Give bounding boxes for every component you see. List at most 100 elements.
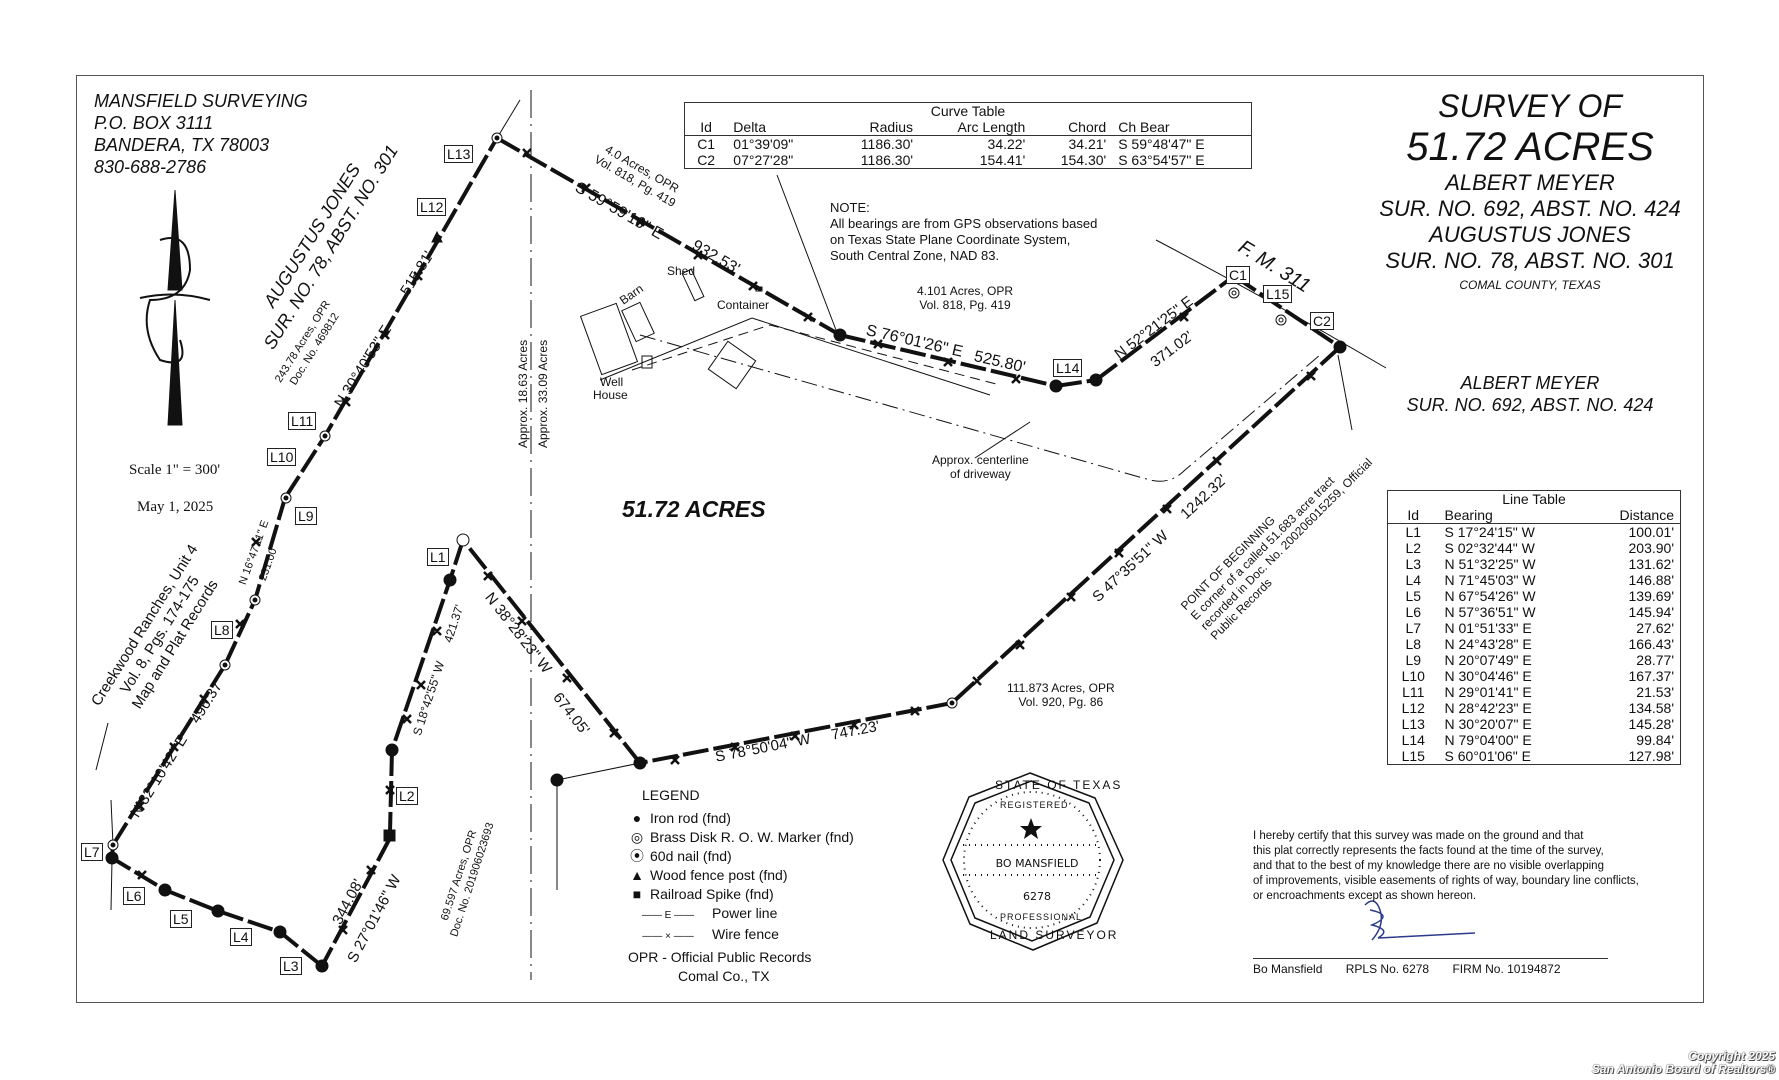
line-id: L5 xyxy=(1405,588,1422,604)
curve-leader xyxy=(776,174,837,331)
date-label: May 1, 2025 xyxy=(137,499,214,515)
copyright-line1: Copyright 2025 xyxy=(1688,1049,1775,1063)
title-acreage: 51.72 ACRES xyxy=(1406,125,1654,169)
label-L13: L13 xyxy=(444,145,474,163)
line-distance: 100.01' xyxy=(1628,524,1675,540)
legend-title: LEGEND xyxy=(642,787,700,803)
title-line1: SURVEY OF xyxy=(1438,88,1622,124)
table-row: C1 01°39'09" 1186.30' 34.22' 34.21' S 59… xyxy=(685,136,1252,153)
legend-item: ▲Wood fence post (fnd) xyxy=(628,866,854,885)
signer-name: Bo Mansfield xyxy=(1253,962,1323,976)
nail-icon: ⦿ xyxy=(630,848,644,864)
surveyor-seal-icon xyxy=(942,772,1124,951)
legend-item-label: Iron rod (fnd) xyxy=(650,810,731,826)
line-distance: 145.94' xyxy=(1628,604,1675,620)
curve-chord: 154.30' xyxy=(1060,152,1107,168)
cert-line4: of improvements, visible easements of ri… xyxy=(1253,875,1639,887)
certification-statement: I hereby certify that this survey was ma… xyxy=(1253,829,1639,904)
label-L9: L9 xyxy=(295,507,317,525)
label-L10: L10 xyxy=(267,448,297,466)
cert-line3: and that to the best of my knowledge the… xyxy=(1253,860,1604,872)
shed-structure xyxy=(681,268,705,302)
boundary-northeast xyxy=(1094,274,1236,382)
label-L12: L12 xyxy=(417,198,447,216)
east-survey-name: ALBERT MEYER xyxy=(1460,373,1600,393)
line-distance: 27.62' xyxy=(1636,620,1674,636)
line-id: L12 xyxy=(1401,700,1425,716)
line-id: L7 xyxy=(1405,620,1422,636)
line-bearing: S 17°24'15" W xyxy=(1444,524,1535,540)
fence-post-icon: ▲ xyxy=(630,867,644,883)
seal-registered-text: REGISTERED xyxy=(1000,800,1069,810)
line-id: L9 xyxy=(1405,652,1422,668)
label-L14: L14 xyxy=(1053,359,1083,377)
cert-line5: or encroachments except as shown hereon. xyxy=(1253,890,1477,902)
driveway-centerline xyxy=(639,334,1321,482)
boundary-southwest xyxy=(320,837,392,967)
line-distance: 99.84' xyxy=(1636,732,1674,748)
approx-acres-left: Approx. 18.63 Acres xyxy=(516,339,530,448)
adjoiner-line: 4.101 Acres, OPR xyxy=(917,284,1014,298)
legend-item: ●Iron rod (fnd) xyxy=(628,809,854,828)
note-line3: South Central Zone, NAD 83. xyxy=(830,248,1000,263)
boundary-l14 xyxy=(1055,378,1097,388)
line-bearing: N 01°51'33" E xyxy=(1444,620,1532,636)
curve-header-chbear: Ch Bear xyxy=(1112,119,1252,136)
label-C1: C1 xyxy=(1226,266,1250,284)
line-distance: 28.77' xyxy=(1636,652,1674,668)
boundary-l3-l6 xyxy=(110,856,324,968)
label-L7: L7 xyxy=(81,843,103,861)
seal-top-text: STATE OF TEXAS xyxy=(995,778,1123,792)
curve-id: C2 xyxy=(697,152,716,168)
structures xyxy=(579,268,763,390)
line-distance: 145.28' xyxy=(1628,716,1675,732)
line-distance: 127.98' xyxy=(1628,748,1675,764)
line-distance: 203.90' xyxy=(1628,540,1675,556)
line-header-distance: Distance xyxy=(1585,507,1681,524)
curve-chord: 34.21' xyxy=(1068,136,1107,152)
driveway-line1: Approx. centerline xyxy=(932,453,1029,467)
line-id: L10 xyxy=(1401,668,1425,684)
legend-opr-line2: Comal Co., TX xyxy=(678,968,770,984)
line-bearing: N 29°01'41" E xyxy=(1444,684,1532,700)
line-header-bearing: Bearing xyxy=(1438,507,1586,524)
curve-chbear: S 63°54'57" E xyxy=(1118,152,1205,168)
table-row: C2 07°27'28" 1186.30' 154.41' 154.30' S … xyxy=(685,152,1252,169)
company-address1: P.O. BOX 3111 xyxy=(94,113,214,133)
curve-header-radius: Radius xyxy=(828,119,920,136)
label-L3: L3 xyxy=(280,957,302,975)
line-distance: 166.43' xyxy=(1628,636,1675,652)
adjoiner-111873-acres: 111.873 Acres, OPR Vol. 920, Pg. 86 xyxy=(1007,681,1115,709)
label-L2: L2 xyxy=(396,787,418,805)
legend-item: —— × ——Wire fence xyxy=(628,925,854,946)
legend-item: ■Railroad Spike (fnd) xyxy=(628,885,854,904)
power-line xyxy=(599,317,991,396)
line-header-id: Id xyxy=(1387,507,1439,524)
legend-item: ⦿60d nail (fnd) xyxy=(628,847,854,866)
curve-header-id: Id xyxy=(684,119,728,136)
east-survey-number: SUR. NO. 692, ABST. NO. 424 xyxy=(1406,395,1654,415)
rpls-number: RPLS No. 6278 xyxy=(1345,962,1430,976)
adjoiner-4101-acres: 4.101 Acres, OPR Vol. 818, Pg. 419 xyxy=(917,284,1013,312)
line-bearing: N 71°45'03" W xyxy=(1444,572,1536,588)
note-heading: NOTE: xyxy=(830,200,870,215)
line-distance: 131.62' xyxy=(1628,556,1675,572)
legend-item: —— E ——Power line xyxy=(628,904,854,925)
curve-header-chord: Chord xyxy=(1031,119,1113,136)
line-bearing: S 02°32'44" W xyxy=(1444,540,1535,556)
legend: LEGEND ●Iron rod (fnd)◎Brass Disk R. O. … xyxy=(628,786,854,986)
line-table-caption: Line Table xyxy=(1502,491,1566,507)
plat-sheet-border xyxy=(76,75,1704,1003)
title-line5: AUGUSTUS JONES xyxy=(1429,222,1631,247)
line-distance: 139.69' xyxy=(1628,588,1675,604)
boundary-west-mid xyxy=(223,497,287,666)
line-bearing: N 20°07'49" E xyxy=(1444,652,1532,668)
curve-arc: 154.41' xyxy=(979,152,1026,168)
table-row: L9 N 20°07'49" E 28.77' xyxy=(1388,652,1681,668)
title-county: COMAL COUNTY, TEXAS xyxy=(1459,278,1601,292)
